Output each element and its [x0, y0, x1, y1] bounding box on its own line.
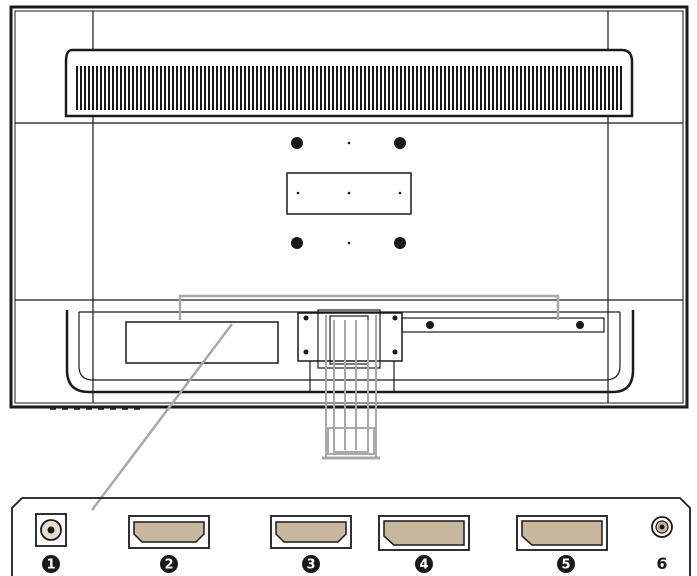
mount-hole-bottom-right [394, 237, 406, 249]
mount-hole-top-right [394, 137, 406, 149]
port-number-3: 3 [306, 558, 315, 573]
port-badge-4: 4 [415, 555, 433, 573]
vent-grille [64, 48, 634, 118]
mount-hole-bottom-left [291, 237, 303, 249]
mount-plate [286, 172, 412, 215]
monitor-back-panel [9, 5, 689, 410]
port-panel [11, 497, 691, 576]
port-badge-1: 1 [42, 555, 60, 573]
hdmi-port-icon-3 [270, 515, 352, 549]
port-panel-outline [22, 497, 691, 576]
port-number-2: 2 [164, 558, 173, 573]
port-number-4: 4 [419, 558, 428, 573]
dc-power-jack-icon [35, 513, 67, 547]
port-number-6: 6 [656, 554, 667, 573]
lower-housing [65, 310, 635, 394]
callout-leader [91, 294, 560, 511]
stand-leg [322, 315, 380, 460]
mount-hole-top-left [291, 137, 303, 149]
port-badge-3: 3 [302, 555, 320, 573]
monitor-outer-frame [9, 5, 689, 409]
label-recess [125, 321, 279, 364]
port-badge-5: 5 [557, 555, 575, 573]
displayport-icon-5 [516, 515, 608, 551]
port-number-1: 1 [46, 558, 55, 573]
vesa-mount [286, 137, 412, 249]
port-number-5: 5 [561, 558, 570, 573]
port-badge-2: 2 [160, 555, 178, 573]
port-badge-6: 6 [656, 554, 667, 573]
displayport-icon-4 [378, 515, 470, 551]
audio-jack-icon [651, 516, 673, 538]
hdmi-port-icon-2 [128, 515, 210, 549]
